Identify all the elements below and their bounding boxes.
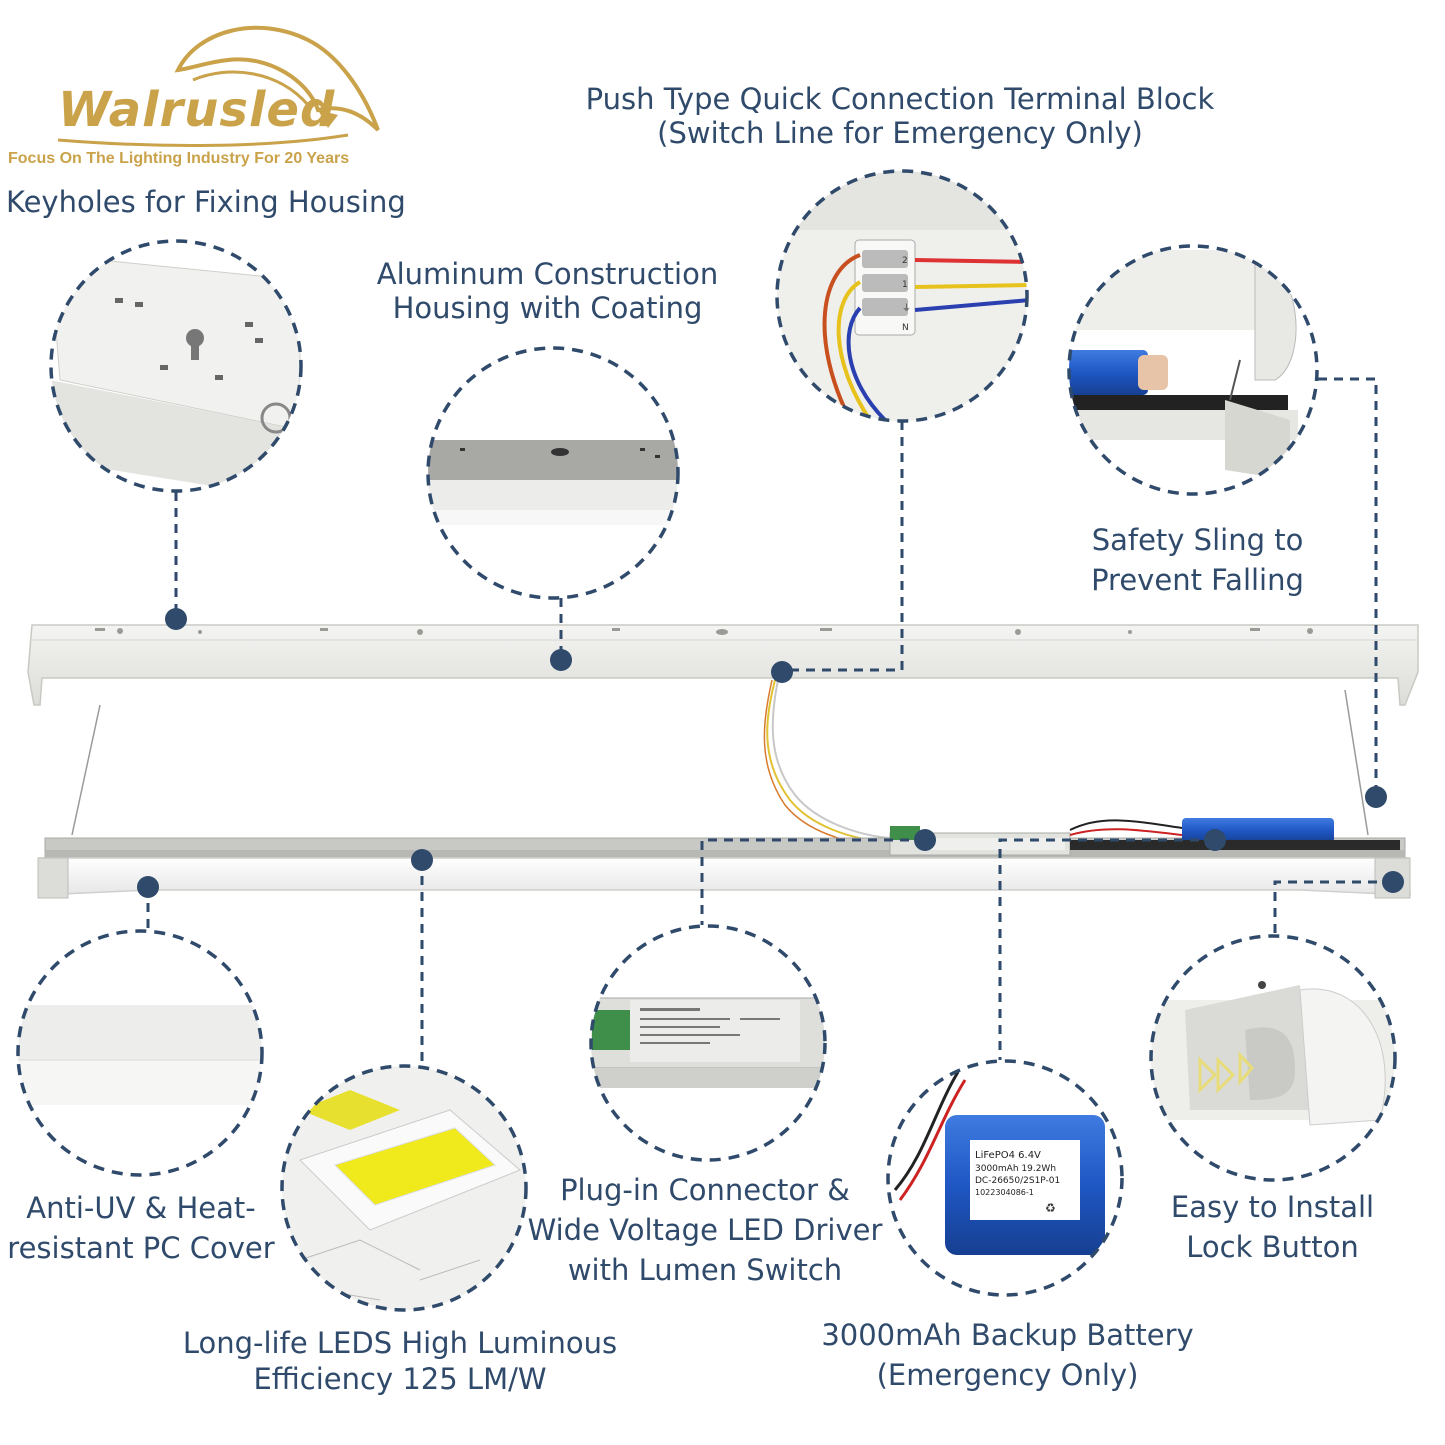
label-pc-cover: Anti-UV & Heat- resistant PC Cover [7, 1191, 275, 1266]
svg-text:1022304086-1: 1022304086-1 [975, 1188, 1034, 1197]
detail-battery: LiFePO4 6.4V 3000mAh 19.2Wh DC-26650/2S1… [886, 1059, 1124, 1297]
walrus-logo-icon [57, 25, 380, 147]
brand-tagline: Focus On The Lighting Industry For 20 Ye… [8, 150, 350, 167]
detail-led-driver [589, 924, 827, 1162]
label-keyholes: Keyholes for Fixing Housing [6, 185, 406, 219]
detail-safety-sling [1067, 244, 1319, 496]
detail-housing [426, 346, 680, 600]
svg-text:N: N [902, 323, 909, 333]
upper-housing [27, 624, 1419, 706]
label-terminal-block: Push Type Quick Connection Terminal Bloc… [585, 82, 1215, 151]
lower-tray [37, 818, 1411, 899]
brand-logo: Walrusled Focus On The Lighting Industry… [8, 10, 408, 170]
detail-terminal-block: 2 1 ⏚ N [775, 169, 1029, 423]
svg-text:DC-26650/2S1P-01: DC-26650/2S1P-01 [975, 1176, 1060, 1186]
svg-text:LiFePO4 6.4V: LiFePO4 6.4V [975, 1150, 1041, 1161]
label-battery: 3000mAh Backup Battery (Emergency Only) [821, 1318, 1194, 1393]
svg-text:2: 2 [902, 256, 908, 266]
label-leds: Long-life LEDS High Luminous Efficiency … [182, 1326, 618, 1397]
label-led-driver: Plug-in Connector & Wide Voltage LED Dri… [527, 1173, 883, 1288]
detail-lock-button [1149, 934, 1397, 1182]
detail-pc-cover [16, 929, 264, 1177]
label-housing: Aluminum Construction Housing with Coati… [376, 257, 719, 326]
detail-leds [280, 1064, 528, 1312]
label-lock-button: Easy to Install Lock Button [1170, 1190, 1375, 1265]
detail-keyholes [49, 239, 303, 493]
svg-text:1: 1 [902, 280, 908, 290]
brand-name: Walrusled [58, 82, 336, 138]
recycle-icon: ♻ [1045, 1201, 1056, 1215]
svg-text:3000mAh 19.2Wh: 3000mAh 19.2Wh [975, 1164, 1056, 1174]
arrow-icon [1198, 1051, 1255, 1094]
label-safety-sling: Safety Sling to Prevent Falling [1091, 523, 1304, 598]
svg-text:⏚: ⏚ [902, 303, 911, 314]
